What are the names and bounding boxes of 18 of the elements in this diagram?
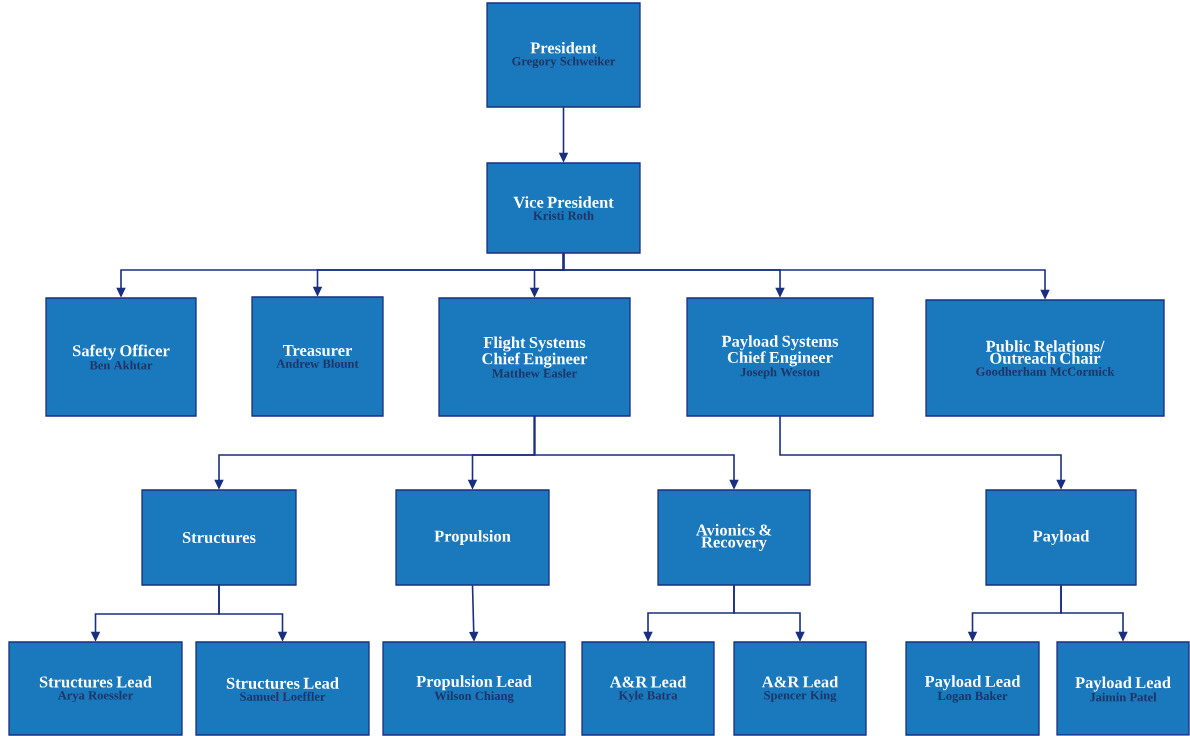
role-box: Flight Systems Chief Engineer Matthew Easler: [438, 297, 631, 417]
role-box: Structures: [141, 489, 297, 586]
role-box: A&R Lead Kyle Batra: [581, 641, 715, 736]
role-box: Public Relations/ Outreach Chair Goodherham McCormick: [925, 299, 1165, 417]
role-box: Vice President Kristi Roth: [486, 162, 641, 254]
role-box: A&R Lead Spencer King: [733, 641, 867, 736]
role-box: Propulsion Lead Wilson Chiang: [382, 641, 566, 736]
role-box: Structures Lead Arya Roessler: [8, 641, 183, 736]
role-box: Payload Lead Logan Baker: [905, 641, 1040, 736]
role-box: President Gregory Schweiker: [486, 2, 641, 108]
role-box: Avionics & Recovery: [657, 489, 811, 586]
role-box: Treasurer Andrew Blount: [251, 296, 384, 417]
role-box: Propulsion: [395, 489, 550, 586]
role-box: Structures Lead Samuel Loeffler: [195, 641, 370, 736]
role-box: Payload Systems Chief Engineer Joseph Weston: [686, 297, 874, 417]
role-box: Safety Officer Ben Akhtar: [45, 297, 197, 417]
role-box: Payload: [985, 489, 1137, 586]
role-box: Payload Lead Jaimin Patel: [1056, 641, 1190, 736]
